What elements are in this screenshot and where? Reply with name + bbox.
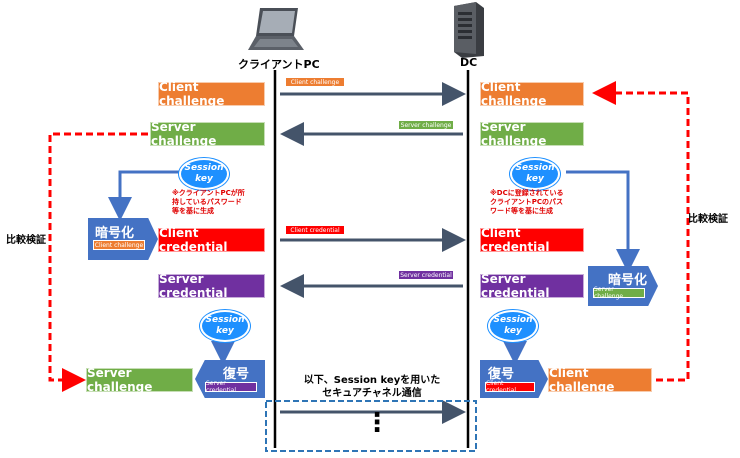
secure-channel-line1: 以下、Session keyを用いた: [303, 375, 441, 386]
msg-server-challenge-tag: Server challenge: [398, 120, 454, 130]
right-client-challenge: Client challenge: [480, 80, 584, 108]
right-note-line1: ※DCに登録されている: [490, 189, 564, 197]
msg-client-credential-tag: Client credential: [285, 225, 345, 235]
session-key2-line2: key: [216, 326, 234, 336]
left-decrypt-tag: Server credential: [205, 380, 257, 394]
right-note: ※DCに登録されている クライアントPCのパス ワード等を基に生成: [490, 189, 564, 216]
client-pc-label: クライアントPC: [238, 58, 320, 71]
left-encrypt: 暗号化 Client challenge: [88, 218, 158, 260]
right-server-challenge: Server challenge: [480, 120, 584, 148]
right-session-key2-line2: key: [504, 326, 522, 336]
right-decrypt-title: 復号: [488, 367, 515, 382]
right-session-key-line2: key: [526, 174, 544, 184]
right-session-key2-line1: Session: [493, 315, 533, 325]
dc-label: DC: [460, 56, 478, 69]
msg-client-challenge-tag: Client challenge: [285, 77, 345, 87]
left-encrypt-tag: Client challenge: [93, 240, 145, 250]
left-server-challenge-result: Server challenge: [86, 366, 193, 394]
server-icon: [446, 2, 490, 58]
right-decrypt-tag: Client credential: [485, 380, 535, 394]
session-key-line1: Session: [184, 163, 224, 173]
right-client-credential: Client credential: [480, 226, 584, 254]
left-decrypt-title: 復号: [223, 367, 250, 382]
right-encrypt: 暗号化 Server challenge: [588, 266, 658, 306]
left-client-challenge: Client challenge: [158, 80, 265, 108]
right-session-key: Session key: [510, 158, 560, 190]
secure-channel-line2: セキュアチャネル通信: [322, 388, 422, 399]
left-client-credential: Client credential: [158, 226, 265, 254]
left-verify-label: 比較検証: [6, 235, 46, 246]
right-encrypt-title: 暗号化: [608, 273, 648, 288]
left-note-line1: ※クライアントPCが所: [172, 189, 245, 197]
left-session-key: Session key: [179, 158, 229, 190]
left-note-line2: 持しているパスワード: [172, 198, 242, 206]
right-note-line2: クライアントPCのパス: [490, 198, 563, 206]
left-server-challenge: Server challenge: [150, 120, 265, 148]
right-session-key-line1: Session: [515, 163, 555, 173]
left-decrypt: 復号 Server credential: [195, 360, 265, 398]
secure-channel-text: 以下、Session keyを用いた セキュアチャネル通信: [290, 374, 454, 400]
right-decrypt: 復号 Client credential: [480, 360, 548, 398]
right-session-key-2: Session key: [488, 310, 538, 342]
left-note: ※クライアントPCが所 持しているパスワード 等を基に生成: [172, 189, 245, 216]
right-verify-label: 比較検証: [688, 214, 728, 225]
left-note-line3: 等を基に生成: [172, 207, 214, 215]
left-encrypt-title: 暗号化: [95, 226, 135, 241]
session-key2-line1: Session: [205, 315, 245, 325]
right-client-challenge-result: Client challenge: [548, 366, 652, 394]
left-server-credential: Server credential: [158, 272, 265, 300]
laptop-icon: [246, 6, 306, 54]
msg-server-credential-tag: Server credential: [398, 270, 454, 280]
right-note-line3: ワード等を基に生成: [490, 207, 553, 215]
session-key-line2: key: [195, 174, 213, 184]
right-server-credential: Server credential: [480, 272, 584, 300]
left-session-key-2: Session key: [200, 310, 250, 342]
continuation-ellipsis: ⋮: [364, 408, 390, 438]
right-encrypt-tag: Server challenge: [593, 286, 645, 300]
